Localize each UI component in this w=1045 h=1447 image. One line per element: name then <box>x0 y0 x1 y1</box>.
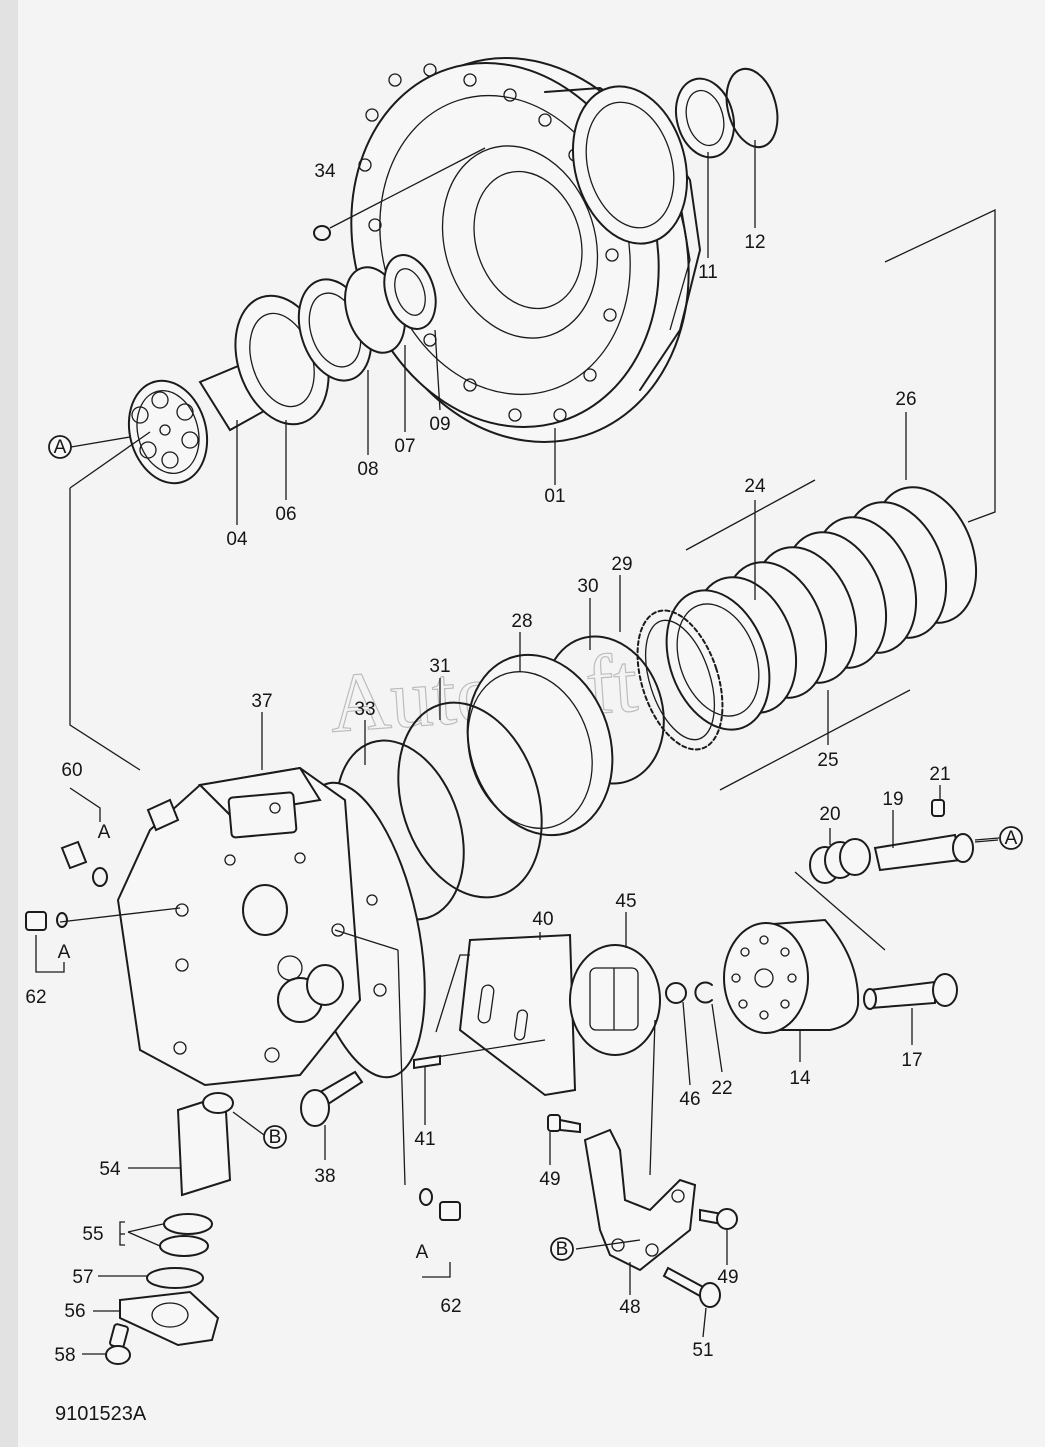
label-17: 17 <box>901 1050 922 1071</box>
label-58: 58 <box>54 1345 75 1366</box>
label-24: 24 <box>744 476 766 497</box>
label-49-lower: 49 <box>717 1267 738 1288</box>
label-09: 09 <box>429 414 450 435</box>
label-37: 37 <box>251 691 272 712</box>
label-51: 51 <box>692 1340 713 1361</box>
label-08: 08 <box>357 459 378 480</box>
label-25: 25 <box>817 750 838 771</box>
plug-62-right <box>419 1188 461 1221</box>
label-28: 28 <box>511 611 532 632</box>
label-14: 14 <box>789 1068 811 1089</box>
timing-plate-45 <box>569 944 661 1056</box>
ref-marker-A-left-text: A <box>54 437 67 458</box>
plug-62-left <box>25 911 68 931</box>
plug-60 <box>60 840 108 887</box>
label-41: 41 <box>414 1129 435 1150</box>
label-31: 31 <box>429 656 450 677</box>
seal-11 <box>675 77 735 159</box>
drawing-code: 9101523A <box>55 1403 147 1425</box>
label-29: 29 <box>611 554 632 575</box>
label-60: 60 <box>61 760 82 781</box>
ring-22 <box>694 981 713 1004</box>
label-54: 54 <box>99 1159 121 1180</box>
shaft-54 <box>176 1092 234 1197</box>
ring-gear <box>571 85 689 245</box>
bolt-58 <box>105 1323 131 1365</box>
label-62-right: 62 <box>440 1296 461 1317</box>
cylinder-14 <box>723 918 860 1034</box>
label-19: 19 <box>882 789 903 810</box>
ring-46 <box>665 982 687 1004</box>
piston-28 <box>466 653 614 837</box>
shaft-17 <box>863 973 958 1010</box>
shim-55a <box>163 1213 213 1235</box>
ref-marker-B-bracket-text: B <box>556 1239 569 1260</box>
snap-ring-12 <box>725 67 779 149</box>
bolt-49a <box>547 1114 581 1134</box>
label-55: 55 <box>82 1224 103 1245</box>
label-01: 01 <box>544 486 565 507</box>
label-46: 46 <box>679 1089 700 1110</box>
o-ring-34 <box>313 225 331 241</box>
label-04: 04 <box>226 529 248 550</box>
label-49-upper: 49 <box>539 1169 560 1190</box>
label-30: 30 <box>577 576 598 597</box>
label-62-left: 62 <box>25 987 46 1008</box>
brake-pack <box>665 486 978 731</box>
ref-marker-A-left: A <box>48 435 72 459</box>
ref-A-plug-62-right: A <box>416 1242 429 1263</box>
label-33: 33 <box>354 699 375 720</box>
o-ring-57 <box>146 1267 204 1289</box>
label-12: 12 <box>744 232 765 253</box>
label-56: 56 <box>64 1301 85 1322</box>
spring-20 <box>809 838 871 884</box>
label-48: 48 <box>619 1297 640 1318</box>
part-labels: 01 04 06 07 08 09 11 12 14 17 19 20 21 2… <box>25 161 950 1366</box>
bolt-49b <box>699 1208 738 1230</box>
gear-29 <box>636 609 724 751</box>
housing-01 <box>350 57 701 443</box>
label-40: 40 <box>532 909 553 930</box>
label-26: 26 <box>895 389 916 410</box>
bolt-38 <box>300 1070 364 1127</box>
shim-55b <box>159 1235 209 1257</box>
label-06: 06 <box>275 504 296 525</box>
motor-body-37 <box>59 766 426 1186</box>
label-34: 34 <box>314 161 336 182</box>
ref-marker-B-bracket: B <box>550 1237 574 1261</box>
valve-plate-40 <box>458 933 577 1097</box>
label-57: 57 <box>72 1267 93 1288</box>
bracket-48 <box>583 1128 697 1272</box>
label-11: 11 <box>698 262 718 283</box>
cover-56 <box>119 1290 220 1347</box>
ref-marker-B-lower: B <box>263 1125 287 1149</box>
ref-A-plug-60: A <box>98 822 111 843</box>
label-38: 38 <box>314 1166 335 1187</box>
label-07: 07 <box>394 436 415 457</box>
ref-marker-B-lower-text: B <box>269 1127 282 1148</box>
ring-31 <box>397 701 543 899</box>
nut-09 <box>383 254 437 330</box>
label-45: 45 <box>615 891 636 912</box>
pin-21 <box>931 799 945 817</box>
ref-marker-A-right: A <box>999 826 1023 850</box>
label-21: 21 <box>929 764 950 785</box>
ref-marker-A-right-text: A <box>1005 828 1018 849</box>
label-20: 20 <box>819 804 840 825</box>
leader-lines <box>82 140 941 1355</box>
ref-A-plug-62-left: A <box>58 942 71 963</box>
bolt-51 <box>662 1266 721 1308</box>
piston-19 <box>873 833 974 872</box>
pin-41 <box>413 1054 441 1070</box>
label-22: 22 <box>711 1078 732 1099</box>
